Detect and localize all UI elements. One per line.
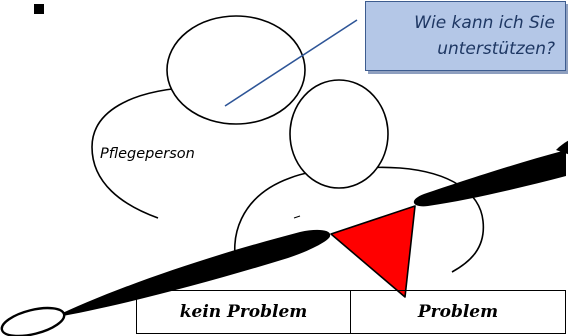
answer-problem: Problem [350, 290, 566, 334]
caregiver-head [166, 15, 306, 125]
patient-mark [293, 215, 301, 219]
speech-line-2: unterstützen? [437, 39, 555, 59]
right-pointer-tip [556, 140, 568, 155]
speech-line-1: Wie kann ich Sie [414, 13, 555, 33]
left-pointer-ring [0, 306, 66, 336]
speech-pointer-line [224, 19, 358, 107]
speech-bubble: Wie kann ich Sie unterstützen? [365, 1, 566, 71]
red-triangle-indicator [330, 205, 416, 298]
answer-no-problem-label: kein Problem [179, 302, 308, 322]
bullet-square [34, 4, 44, 14]
left-pointer-shape [52, 229, 331, 318]
answer-problem-label: Problem [417, 302, 499, 322]
answer-no-problem: kein Problem [136, 290, 351, 334]
right-pointer-shape [413, 150, 566, 207]
caregiver-label: Pflegeperson [100, 146, 195, 162]
patient-head [289, 79, 389, 189]
